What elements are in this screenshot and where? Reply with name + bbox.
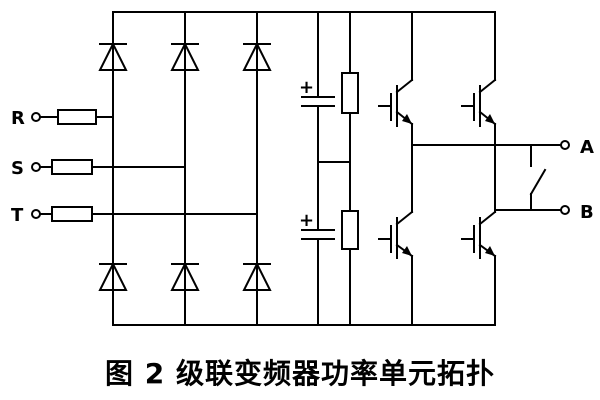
capacitor-polarity-lower: +: [299, 210, 314, 231]
rectifier-diode-upper-r: [98, 41, 128, 71]
input-fuse-r: [57, 109, 97, 125]
input-label-r: R: [11, 108, 25, 129]
output-b-line: [494, 205, 570, 215]
input-r-line: [31, 109, 114, 125]
figure-caption: 图 2 级联变频器功率单元拓扑: [105, 357, 495, 390]
input-label-s: S: [11, 158, 24, 179]
balancing-resistor-upper: [341, 72, 359, 114]
input-fuse-s: [51, 159, 93, 175]
input-fuse-t: [51, 206, 93, 222]
balancing-resistors: [341, 11, 359, 326]
rectifier-diode-lower-t: [242, 261, 272, 291]
power-unit-topology-diagram: R S T + +: [11, 11, 594, 326]
dc-bus-rails: [112, 11, 496, 326]
output-label-a: A: [580, 137, 594, 158]
capacitor-polarity-upper: +: [299, 77, 314, 98]
output-label-b: B: [580, 202, 594, 223]
output-a-line: [411, 140, 570, 150]
dc-capacitor-bank: [301, 11, 335, 326]
bypass-switch: [529, 144, 547, 211]
rectifier-diode-lower-s: [170, 261, 200, 291]
rectifier-legs: [112, 11, 258, 326]
rectifier-diode-upper-s: [170, 41, 200, 71]
igbt-leg-a: [378, 11, 414, 326]
input-s-line: [31, 159, 186, 175]
rectifier-diode-lower-r: [98, 261, 128, 291]
input-label-t: T: [11, 205, 24, 226]
rectifier-diode-upper-t: [242, 41, 272, 71]
balancing-resistor-lower: [341, 210, 359, 250]
igbt-leg-b: [461, 11, 497, 326]
input-t-line: [31, 206, 258, 222]
